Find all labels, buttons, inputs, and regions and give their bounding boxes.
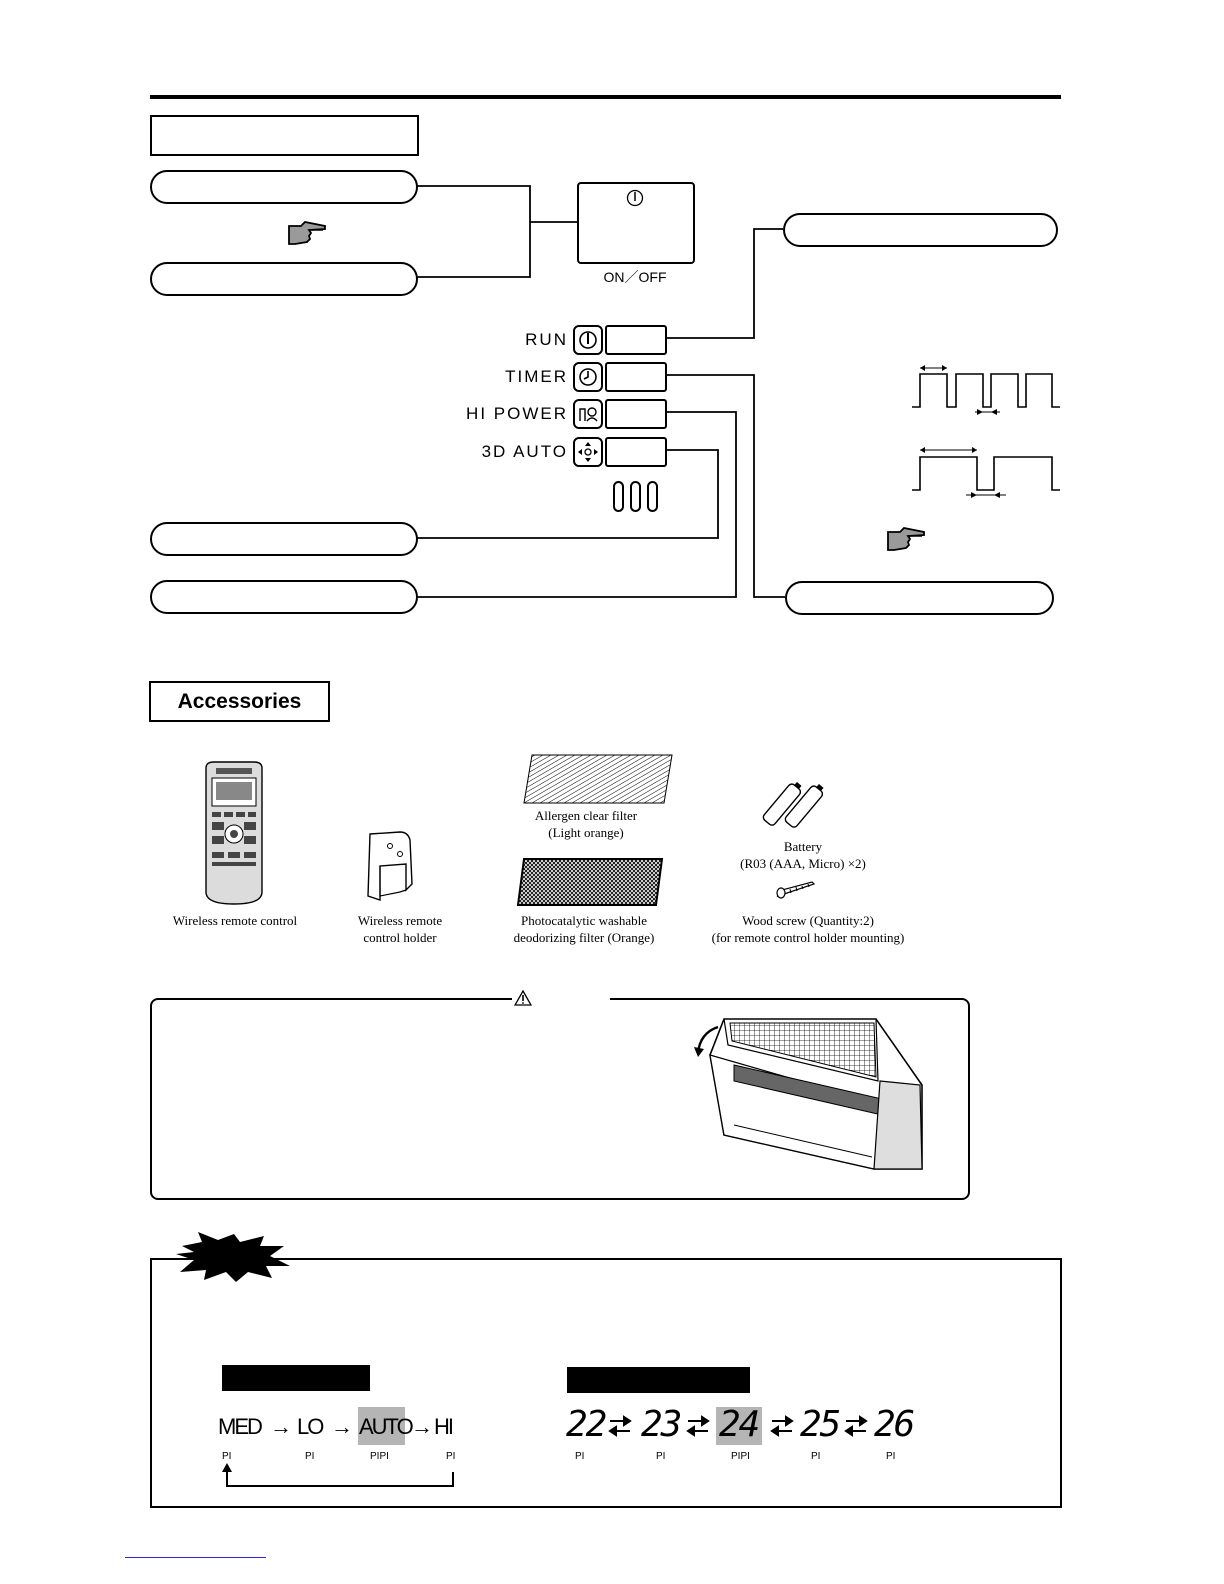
- timer-button[interactable]: [573, 362, 603, 392]
- fan-beep-1: PI: [222, 1451, 232, 1462]
- fan-beep-4: PI: [446, 1451, 456, 1462]
- clock-icon: [579, 368, 597, 386]
- fan-step-lo: LO: [297, 1414, 324, 1439]
- indicator-label-timer: TIMER: [505, 367, 568, 386]
- photocatalytic-filter-caption: Photocatalytic washable deodorizing filt…: [513, 913, 655, 945]
- callout-pill-1: [150, 170, 418, 204]
- indoor-unit-image: [694, 1018, 923, 1170]
- temp-beep-2: PI: [656, 1451, 666, 1462]
- fan-loop-arrow: [222, 1463, 454, 1487]
- callout-pill-2: [150, 262, 418, 296]
- 3d-auto-button[interactable]: [573, 437, 603, 467]
- starburst-badge-icon: [176, 1232, 290, 1282]
- temp-step-26: 26: [874, 1404, 915, 1445]
- remote-caption: Wireless remote control: [172, 913, 298, 928]
- hi-power-button[interactable]: [573, 399, 603, 429]
- temp-beep-3: PIPI: [731, 1451, 750, 1462]
- run-button[interactable]: [573, 325, 603, 355]
- fan-beep-3: PIPI: [370, 1451, 389, 1462]
- connector-lines: [416, 185, 1060, 598]
- temp-beep-5: PI: [886, 1451, 896, 1462]
- section-title-box: [150, 115, 419, 156]
- remote-holder-caption: Wireless remote control holder: [357, 913, 443, 945]
- battery-caption: Battery (R03 (AAA, Micro) ×2): [740, 839, 866, 871]
- temp-beep-4: PI: [811, 1451, 821, 1462]
- temp-step-24: 24: [719, 1404, 760, 1445]
- footer-link-underline[interactable]: [125, 1557, 266, 1558]
- signal-receiver-icon: [613, 481, 658, 512]
- power-icon: [626, 189, 644, 207]
- temp-beep-1: PI: [575, 1451, 585, 1462]
- pointing-hand-icon: [887, 527, 925, 551]
- hi-power-indicator-lamp: [605, 399, 667, 429]
- remote-holder-image: [367, 831, 413, 901]
- temp-step-22: 22: [566, 1404, 607, 1445]
- callout-pill-run: [783, 213, 1058, 247]
- pointing-hand-icon: [288, 221, 326, 245]
- directions-icon: [578, 442, 598, 462]
- indicator-label-hi-power: HI POWER: [466, 404, 568, 423]
- timer-indicator-lamp: [605, 362, 667, 392]
- remote-control-image: [205, 761, 263, 905]
- fan-beep-2: PI: [305, 1451, 315, 1462]
- top-rule: [150, 95, 1061, 99]
- hi-power-icon: [579, 407, 598, 422]
- accessories-heading: Accessories: [177, 690, 302, 713]
- fan-step-auto: AUTO: [359, 1414, 414, 1439]
- temp-step-23: 23: [641, 1404, 682, 1445]
- fan-arrow-1: →: [270, 1414, 292, 1439]
- photocatalytic-filter-image: [516, 858, 664, 906]
- temp-step-25: 25: [800, 1404, 841, 1445]
- fan-arrow-3: →: [411, 1414, 433, 1439]
- fan-arrow-2: →: [331, 1414, 353, 1439]
- allergen-filter-caption: Allergen clear filter (Light orange): [534, 808, 638, 840]
- wood-screw-image: [776, 881, 816, 899]
- callout-pill-timer: [785, 581, 1054, 615]
- callout-pill-3: [150, 522, 418, 556]
- temp-sequence-label-bar: [567, 1367, 750, 1393]
- indicator-label-run: RUN: [525, 330, 568, 349]
- allergen-filter-image: [523, 754, 673, 804]
- fan-sequence-label-bar: [222, 1365, 370, 1391]
- indicator-label-3d-auto: 3D AUTO: [481, 442, 568, 461]
- power-icon: [579, 331, 597, 349]
- temp-arrows: [608, 1415, 868, 1437]
- temp-highlight: [716, 1407, 762, 1445]
- warning-icon: [514, 990, 532, 1006]
- onoff-button[interactable]: [577, 182, 695, 264]
- fan-step-med: MED: [218, 1414, 263, 1439]
- wood-screw-caption: Wood screw (Quantity:2) (for remote cont…: [711, 913, 905, 945]
- accessories-heading-box: Accessories: [149, 681, 330, 722]
- callout-pill-4: [150, 580, 418, 614]
- fan-step-hi: HI: [434, 1414, 454, 1439]
- fan-highlight: [358, 1407, 405, 1445]
- onoff-label: ON／OFF: [603, 269, 667, 285]
- 3d-auto-indicator-lamp: [605, 437, 667, 467]
- run-indicator-lamp: [605, 325, 667, 355]
- caution-title-gap: [512, 994, 610, 1004]
- battery-image: [762, 781, 824, 828]
